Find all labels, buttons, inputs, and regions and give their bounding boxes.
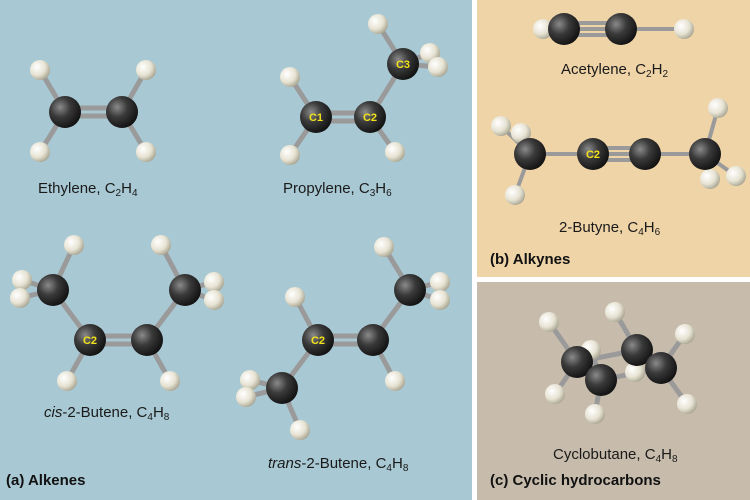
panel-cyclic: Cyclobutane, C4H8 (c) Cyclic hydrocarbon… [477, 282, 750, 500]
cis-butene-atoms [10, 235, 224, 391]
trans-butene-label: trans-2-Butene, C4H8 [268, 455, 409, 474]
propylene-label: Propylene, C3H6 [283, 180, 392, 199]
butyne-label: 2-Butyne, C4H6 [559, 219, 661, 238]
trans-butene-c2-label: C2 [311, 335, 325, 347]
propylene-c1-label: C1 [309, 112, 323, 124]
trans-butene-atoms [236, 237, 450, 440]
cyclobutane-label: Cyclobutane, C4H8 [553, 446, 678, 465]
ethylene-atoms [30, 60, 156, 162]
panel-alkenes: C1 C2 C3 C2 C2 Ethylene, C2H4 Propylene,… [0, 0, 472, 500]
propylene-c3-label: C3 [396, 59, 410, 71]
cyclobutane-atoms [539, 302, 697, 424]
cis-butene-c2-label: C2 [83, 335, 97, 347]
alkynes-panel-label: (b) Alkynes [490, 251, 571, 268]
alkenes-svg: C1 C2 C3 C2 C2 [0, 0, 472, 500]
butyne-c2-label: C2 [586, 149, 600, 161]
acetylene-atoms [533, 13, 694, 45]
propylene-atoms [280, 14, 448, 165]
alkynes-svg: C2 [477, 0, 750, 277]
ethylene-label: Ethylene, C2H4 [38, 180, 138, 199]
cyclic-svg [477, 282, 750, 500]
propylene-c2-label: C2 [363, 112, 377, 124]
cyclic-panel-label: (c) Cyclic hydrocarbons [490, 472, 661, 489]
acetylene-label: Acetylene, C2H2 [561, 61, 669, 80]
butyne-atoms [491, 98, 746, 205]
cis-butene-label: cis-2-Butene, C4H8 [44, 404, 170, 423]
alkenes-panel-label: (a) Alkenes [6, 472, 86, 489]
panel-alkynes: C2 Acetylene, C2H2 2-Butyne, C4H6 (b) Al… [477, 0, 750, 277]
